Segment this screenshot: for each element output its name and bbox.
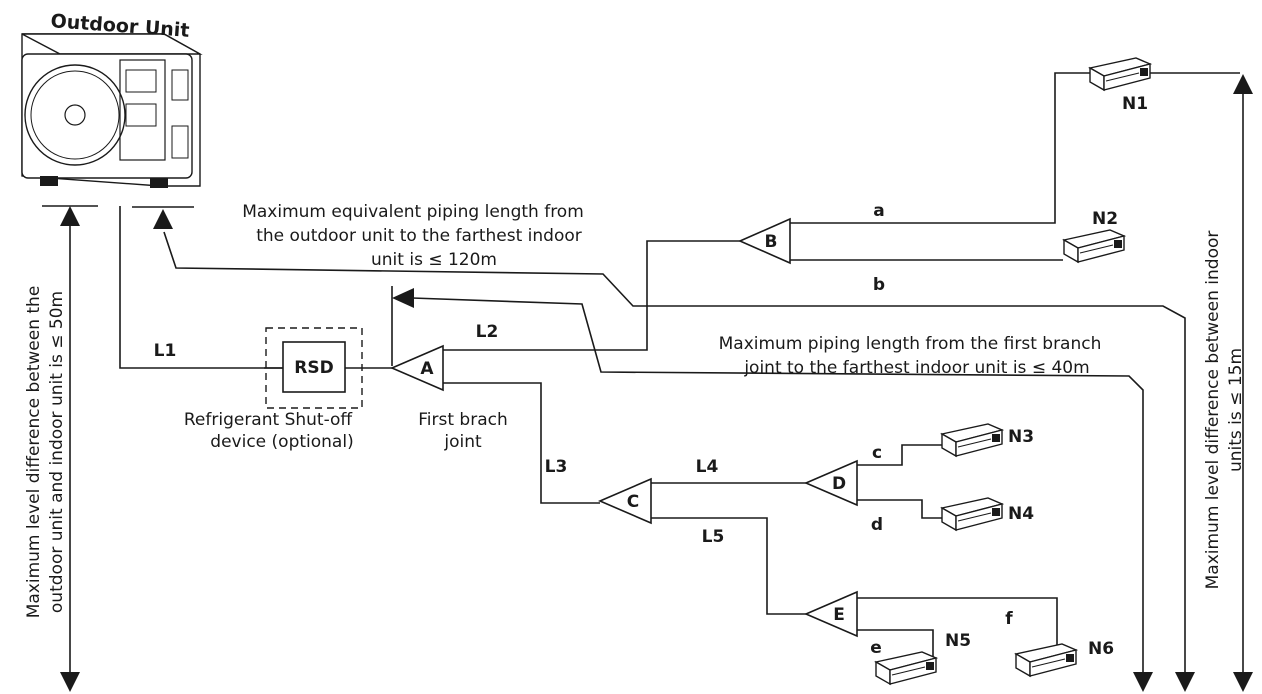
note-branch-line2: joint to the farthest indoor unit is ≤ 4… bbox=[743, 358, 1089, 378]
pipe-label-f: f bbox=[1005, 609, 1013, 629]
note-right-line2: units is ≤ 15m bbox=[1226, 348, 1246, 472]
branch-length-path bbox=[411, 297, 1144, 676]
branch-length-arrow-down bbox=[1133, 672, 1153, 692]
pipe-L3 bbox=[443, 382, 600, 504]
note-left-line2: outdoor unit and indoor unit is ≤ 50m bbox=[47, 291, 67, 613]
note-equiv-line3: unit is ≤ 120m bbox=[371, 250, 497, 270]
equiv-length-arrow-down bbox=[1175, 672, 1195, 692]
indoor-unit-N5-label: N5 bbox=[945, 631, 971, 651]
note-right-line1: Maximum level difference between indoor bbox=[1203, 231, 1223, 590]
joint-B: B bbox=[738, 217, 791, 265]
pipe-label-d: d bbox=[871, 515, 883, 535]
note-branch-line1: Maximum piping length from the first bra… bbox=[719, 334, 1102, 354]
rsd-dashed-frame bbox=[265, 327, 363, 409]
indoor-unit-N3-label: N3 bbox=[1008, 427, 1034, 447]
indoor-unit-N2-icon bbox=[1063, 229, 1125, 263]
indoor-unit-N4-label: N4 bbox=[1008, 504, 1034, 524]
joint-D-label: D bbox=[832, 474, 846, 494]
pipe-label-L1: L1 bbox=[154, 341, 177, 361]
pipe-label-L4: L4 bbox=[696, 457, 719, 477]
branch-length-arrow-left bbox=[392, 288, 414, 308]
pipe-d bbox=[857, 499, 943, 519]
indoor-unit-N1-label: N1 bbox=[1122, 94, 1148, 114]
joint-A-label: A bbox=[420, 359, 434, 379]
level-diff-right-arrow-up bbox=[1233, 74, 1253, 94]
rsd-caption-line2: device (optional) bbox=[210, 432, 353, 452]
rsd-label: RSD bbox=[294, 358, 333, 378]
rsd-caption-line1: Refrigerant Shut-off bbox=[184, 410, 354, 430]
indoor-unit-N6-icon bbox=[1015, 643, 1077, 677]
pipe-L5 bbox=[651, 517, 806, 615]
first-branch-caption-line1: First brach bbox=[418, 410, 508, 430]
indoor-unit-N5-icon bbox=[875, 651, 937, 685]
pipe-label-L3: L3 bbox=[545, 457, 568, 477]
indoor-unit-N6-label: N6 bbox=[1088, 639, 1114, 659]
note-equiv-line1: Maximum equivalent piping length from bbox=[242, 202, 584, 222]
note-left-line1: Maximum level difference between the bbox=[24, 286, 44, 619]
pipe-L2 bbox=[443, 240, 740, 351]
pipe-label-c: c bbox=[872, 443, 882, 463]
pipe-label-L2: L2 bbox=[476, 322, 499, 342]
joint-A: A bbox=[389, 344, 444, 392]
joint-D: D bbox=[803, 459, 858, 507]
indoor-unit-N1-icon bbox=[1089, 57, 1151, 91]
pipe-label-e: e bbox=[870, 638, 882, 658]
pipe-c bbox=[857, 444, 943, 466]
joint-C-label: C bbox=[627, 492, 639, 512]
level-diff-left-arrow-down bbox=[60, 672, 80, 692]
joint-B-label: B bbox=[765, 232, 778, 252]
joint-C: C bbox=[597, 477, 652, 525]
equiv-length-path bbox=[163, 231, 1186, 680]
equiv-length-arrow-up bbox=[153, 209, 173, 229]
pipe-label-L5: L5 bbox=[702, 527, 725, 547]
joint-E-label: E bbox=[833, 605, 845, 625]
indoor-unit-N2-label: N2 bbox=[1092, 209, 1118, 229]
note-equiv-line2: the outdoor unit to the farthest indoor bbox=[256, 226, 582, 246]
pipe-L1 bbox=[119, 206, 283, 369]
first-branch-caption-line2: joint bbox=[443, 432, 482, 452]
joint-E: E bbox=[803, 590, 858, 638]
pipe-f bbox=[857, 597, 1058, 646]
pipe-label-b: b bbox=[873, 275, 885, 295]
rsd-box bbox=[282, 341, 346, 393]
indoor-unit-N3-icon bbox=[941, 423, 1003, 457]
indoor-unit-N4-icon bbox=[941, 497, 1003, 531]
level-diff-left-arrow-up bbox=[60, 206, 80, 226]
level-diff-right-arrow-down bbox=[1233, 672, 1253, 692]
pipe-a bbox=[790, 72, 1095, 224]
pipe-label-a: a bbox=[873, 201, 884, 221]
outdoor-unit-icon bbox=[21, 33, 203, 188]
